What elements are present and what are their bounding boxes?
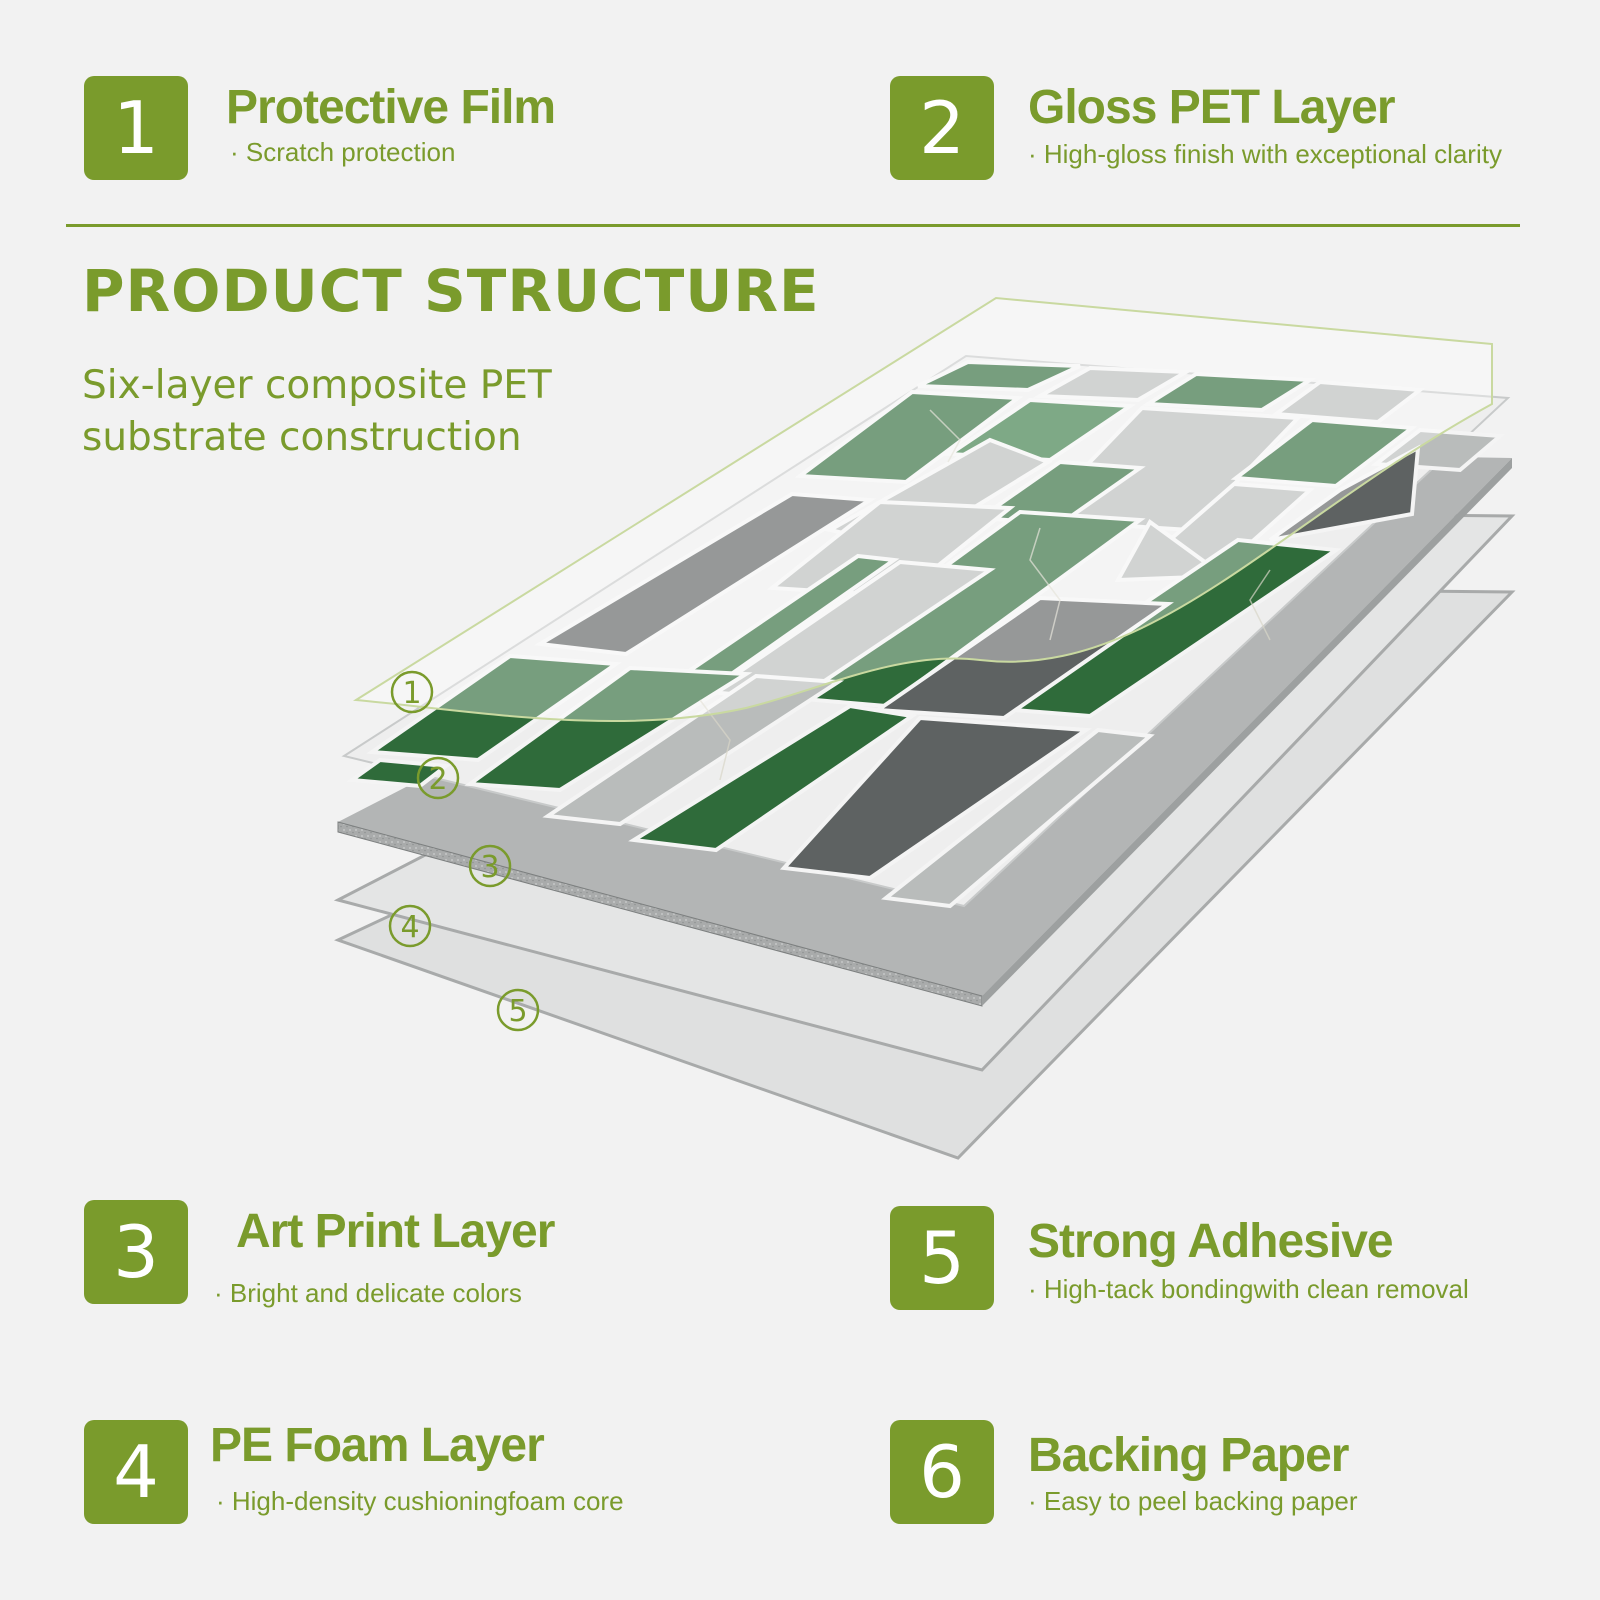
- layer-protective-film: [352, 296, 1493, 723]
- callout-number: 2: [428, 762, 447, 797]
- feature-title: Art Print Layer: [236, 1205, 555, 1258]
- divider: [66, 224, 1520, 227]
- tile: [794, 389, 1024, 485]
- subheading-line: Six-layer composite PET: [82, 363, 552, 408]
- marble-veins: [699, 409, 1271, 781]
- feature-desc: · High-gloss finish with exceptional cla…: [1028, 139, 1502, 169]
- tile: [1141, 371, 1317, 413]
- callout-number: 3: [480, 850, 499, 885]
- callout-2: 2: [416, 756, 460, 800]
- feature-title: Gloss PET Layer: [1028, 81, 1395, 134]
- feature-title: Strong Adhesive: [1028, 1215, 1394, 1268]
- callout-5: 5: [496, 988, 540, 1032]
- number-badge: 6: [890, 1420, 994, 1524]
- tile: [628, 703, 918, 853]
- tile: [366, 653, 622, 763]
- feature-desc: · Easy to peel backing paper: [1028, 1486, 1358, 1516]
- tile: [779, 715, 1092, 881]
- tile-pattern: [346, 359, 1506, 909]
- number-badge: 3: [84, 1200, 188, 1304]
- callout-number: 5: [508, 994, 527, 1029]
- page-title: PRODUCT STRUCTURE: [82, 257, 820, 325]
- feature-title: Protective Film: [226, 81, 556, 134]
- tile: [533, 491, 877, 657]
- feature-desc: · Scratch protection: [230, 137, 456, 167]
- callout-1: 1: [390, 670, 434, 714]
- layer-foam-side: [982, 458, 1512, 1006]
- number-badge: 1: [84, 76, 188, 180]
- tile: [542, 673, 845, 827]
- callout-3: 3: [468, 844, 512, 888]
- feature-desc: · Bright and delicate colors: [214, 1278, 522, 1308]
- tile: [881, 727, 1155, 909]
- feature-title: PE Foam Layer: [210, 1419, 545, 1472]
- feature-title: Backing Paper: [1028, 1429, 1349, 1482]
- tile: [1032, 365, 1193, 403]
- subheading: Six-layer composite PET substrate constr…: [82, 360, 552, 464]
- tile: [872, 595, 1174, 721]
- tile: [1230, 417, 1418, 489]
- tile: [1270, 379, 1426, 425]
- number-badge: 2: [890, 76, 994, 180]
- feature-desc: · High-density cushioningfoam core: [216, 1486, 624, 1516]
- feature-desc: · High-tack bondingwith clean removal: [1028, 1274, 1469, 1304]
- callout-4: 4: [388, 904, 432, 948]
- number-badge: 5: [890, 1206, 994, 1310]
- callouts: 1 2 3 4 5: [388, 670, 540, 1032]
- callout-number: 1: [402, 676, 421, 711]
- tile: [464, 665, 753, 793]
- callout-number: 4: [400, 910, 419, 945]
- subheading-line: substrate construction: [82, 415, 522, 460]
- number-badge: 4: [84, 1420, 188, 1524]
- tile: [917, 359, 1081, 393]
